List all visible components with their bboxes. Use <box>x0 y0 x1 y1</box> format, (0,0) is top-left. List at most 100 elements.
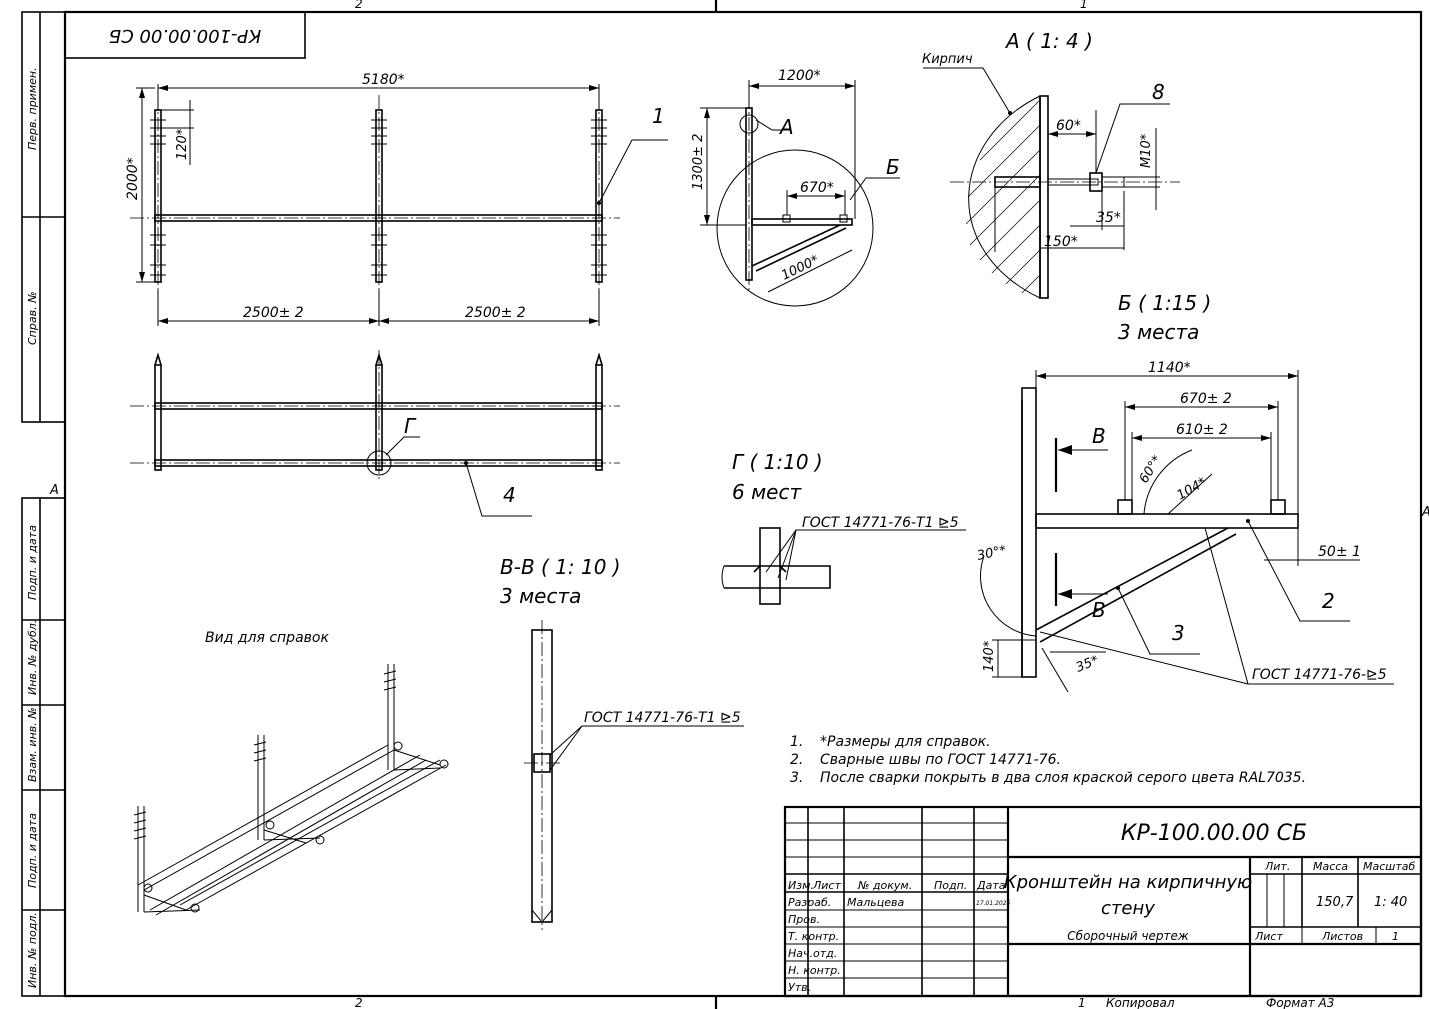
masshtab-value: 1: 40 <box>1374 895 1407 910</box>
dim-b-104: 104* <box>1175 475 1210 504</box>
dim-a-35: 35* <box>1096 210 1121 226</box>
zone-top-right: 1 <box>1080 0 1088 11</box>
side-vzam-inv-no: Взам. инв. № <box>26 707 39 782</box>
masshtab-label: Масштаб <box>1363 860 1415 873</box>
dim-span-2: 2500± 2 <box>465 305 526 321</box>
detail-b-title: Б ( 1:15 ) <box>1118 291 1211 315</box>
listov-value: 1 <box>1392 930 1399 943</box>
section-vv-weld-note: ГОСТ 14771-76-Т1 ⊵5 <box>584 710 741 726</box>
row-razrab-date: 17.01.2025 <box>976 900 1011 907</box>
dim-a-60: 60* <box>1056 118 1081 134</box>
zone-top-left: 2 <box>355 0 363 11</box>
detail-b: Б ( 1:15 ) 3 места В В 1140* 670± 2 <box>976 291 1394 693</box>
lit-label: Лит. <box>1264 860 1290 873</box>
dim-b-670: 670± 2 <box>1180 391 1232 407</box>
side-podp-data-2: Подп. и дата <box>26 813 39 888</box>
zone-bottom-left: 2 <box>355 996 363 1009</box>
title-designation: КР-100.00.00 СБ <box>1121 821 1307 846</box>
head-doc: № докум. <box>857 879 912 892</box>
main-front-view: 5180* 2000* 120* 2500± 2 2500± 2 1 <box>125 72 668 326</box>
zone-side-left: A <box>49 483 59 498</box>
dim-b-610: 610± 2 <box>1176 422 1228 438</box>
dim-b-1140: 1140* <box>1148 360 1191 376</box>
side-sprav-no: Справ. № <box>26 291 39 345</box>
title-name-line1: Кронштейн на кирпичную <box>1004 872 1252 893</box>
note-3-text: После сварки покрыть в два слоя краской … <box>820 770 1306 786</box>
leader-8: 8 <box>1152 80 1165 104</box>
list-label: Лист <box>1254 930 1283 943</box>
dim-side-height: 1300± 2 <box>691 134 706 190</box>
section-vv-title: В-В ( 1: 10 ) <box>500 555 621 579</box>
leader-3: 3 <box>1172 621 1185 645</box>
massa-value: 150,7 <box>1316 895 1354 910</box>
detail-a-brick-label: Кирпич <box>922 52 973 67</box>
row-nkontr: Н. контр. <box>788 964 841 977</box>
side-inv-no-podl: Инв. № подл. <box>26 912 39 988</box>
angle-b-60: 60°* <box>1137 453 1166 486</box>
row-razrab-name: Мальцева <box>847 896 904 909</box>
leader-2: 2 <box>1322 589 1335 613</box>
head-podp: Подп. <box>934 879 967 892</box>
side-perv-primen: Перв. примен. <box>26 67 39 150</box>
callout-a: А <box>778 115 794 139</box>
iso-view: Вид для справок <box>133 630 449 916</box>
format-label: Формат А3 <box>1266 996 1334 1009</box>
detail-g-weld-note: ГОСТ 14771-76-Т1 ⊵5 <box>802 515 959 531</box>
head-list: Лист <box>812 879 841 892</box>
drawing-frame <box>63 10 1423 998</box>
note-2-text: Сварные швы по ГОСТ 14771-76. <box>820 752 1061 768</box>
detail-g: Г ( 1:10 ) 6 мест ГОСТ 14771-76-Т1 ⊵5 <box>721 450 966 605</box>
row-utv: Утв. <box>788 981 811 994</box>
detail-b-weld-note: ГОСТ 14771-76-⊵5 <box>1252 667 1387 683</box>
mirror-designation: КР-100.00.00 СБ <box>109 25 261 46</box>
section-mark-2: В <box>1092 598 1106 622</box>
dim-a-150: 150* <box>1044 234 1078 250</box>
callout-b: Б <box>886 155 900 179</box>
detail-g-subtitle: 6 мест <box>732 480 802 504</box>
plan-view: Г 4 <box>130 350 620 517</box>
leader-4: 4 <box>503 483 516 507</box>
notes: 1. *Размеры для справок. 2. Сварные швы … <box>790 734 1306 786</box>
note-1-text: *Размеры для справок. <box>820 734 991 750</box>
side-view: А 1200* 1300± 2 670* 1000* Б <box>691 68 900 307</box>
side-inv-no-dubl: Инв. № дубл. <box>26 620 39 695</box>
row-razrab: Разраб. <box>788 896 831 909</box>
side-podp-data-1: Подп. и дата <box>26 525 39 600</box>
iso-view-label: Вид для справок <box>205 630 329 646</box>
dim-span-1: 2500± 2 <box>243 305 304 321</box>
title-name-line2: стену <box>1101 898 1155 919</box>
section-vv: В-В ( 1: 10 ) 3 места ГОСТ 14771-76-Т1 ⊵… <box>500 555 744 930</box>
head-data: Дата <box>976 879 1006 892</box>
dim-overall: 5180* <box>362 72 405 88</box>
massa-label: Масса <box>1313 860 1348 873</box>
mirror-designation-box <box>64 11 306 59</box>
callout-g: Г <box>404 414 417 438</box>
side-strip: Перв. примен. Справ. № Подп. и дата Инв.… <box>21 11 66 997</box>
dim-b-140: 140* <box>982 640 997 672</box>
row-prov: Пров. <box>788 913 820 926</box>
detail-b-subtitle: 3 места <box>1118 320 1199 344</box>
listov-label: Листов <box>1321 930 1363 943</box>
angle-b-30: 30°* <box>976 543 1009 564</box>
title-block: КР-100.00.00 СБ Кронштейн на кирпичную с… <box>783 805 1423 998</box>
head-izm: Изм. <box>788 879 814 892</box>
dim-side-width: 1200* <box>778 68 821 84</box>
dim-side-arm: 670* <box>800 180 834 196</box>
note-3-num: 3. <box>790 770 803 786</box>
row-nachotd: Нач.отд. <box>788 947 837 960</box>
title-doc-type: Сборочный чертеж <box>1067 929 1189 943</box>
note-2-num: 2. <box>790 752 803 768</box>
row-tkontr: Т. контр. <box>788 930 839 943</box>
dim-b-35: 35* <box>1074 653 1101 676</box>
note-1-num: 1. <box>790 734 803 750</box>
zone-bottom-right: 1 <box>1078 996 1086 1009</box>
copied-label: Копировал <box>1106 996 1175 1009</box>
dim-offset: 120* <box>175 128 190 160</box>
detail-a-title: А ( 1: 4 ) <box>1004 29 1093 53</box>
dim-b-50: 50± 1 <box>1318 544 1361 560</box>
section-mark-1: В <box>1092 424 1106 448</box>
detail-g-title: Г ( 1:10 ) <box>732 450 823 474</box>
dim-height: 2000* <box>125 157 141 200</box>
zone-side-right: A <box>1421 505 1429 520</box>
